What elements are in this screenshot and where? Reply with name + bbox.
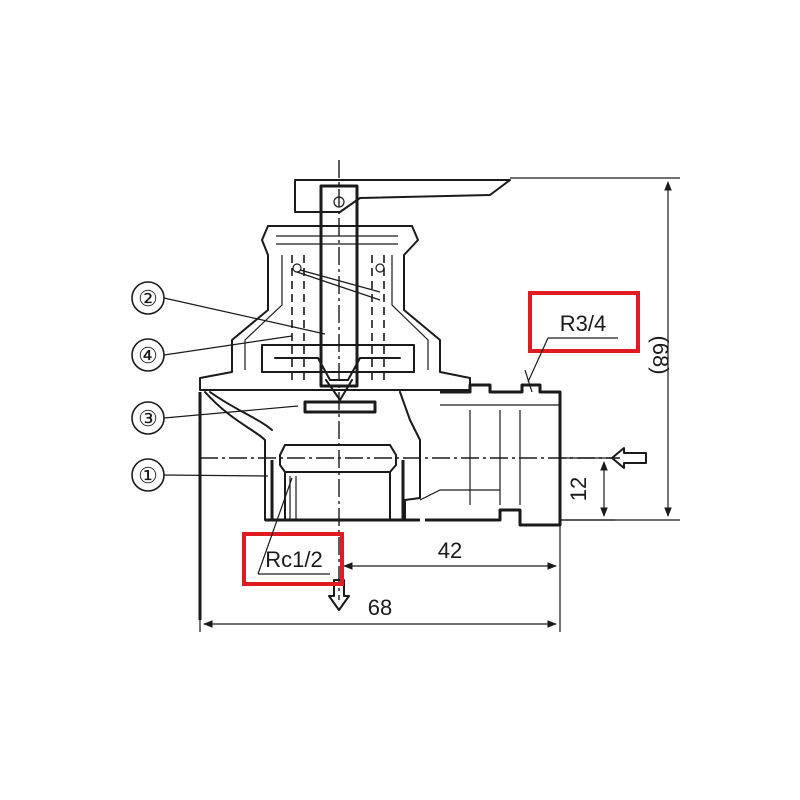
inlet-thread-callout: Rc1/2	[242, 477, 344, 586]
outlet-thread-label: R3/4	[560, 311, 606, 336]
part-callout-4: ④	[131, 335, 293, 372]
dimension-outlet-height-label: 12	[566, 477, 591, 501]
dimension-width-overall	[199, 575, 561, 632]
part-callout-2-label: ②	[138, 286, 158, 311]
inlet-thread-highlight	[242, 532, 344, 586]
valve-bonnet	[199, 225, 471, 414]
part-callout-3: ③	[131, 401, 299, 435]
part-callout-3-label: ③	[138, 406, 158, 431]
dimension-outlet-offset	[343, 525, 561, 575]
valve-handle	[294, 179, 511, 388]
flow-arrow-left-icon	[611, 447, 647, 469]
part-callout-1: ①	[131, 458, 269, 492]
dimension-height-label: (68)	[648, 335, 673, 374]
dimension-width-label: 68	[368, 595, 392, 620]
center-lines	[200, 160, 620, 600]
inlet-thread-label: Rc1/2	[265, 547, 322, 572]
part-callout-4-label: ④	[138, 343, 158, 368]
part-callout-1-label: ①	[138, 463, 158, 488]
outlet-thread-highlight	[528, 291, 640, 353]
part-callout-2: ②	[131, 281, 326, 335]
valve-body	[198, 391, 421, 620]
flow-arrow-down-icon	[328, 579, 350, 611]
outlet-pipe	[419, 369, 562, 527]
dimension-outlet-offset-label: 42	[438, 538, 462, 563]
outlet-thread-callout: R3/4	[527, 291, 640, 383]
dimension-outlet-height	[560, 457, 615, 521]
